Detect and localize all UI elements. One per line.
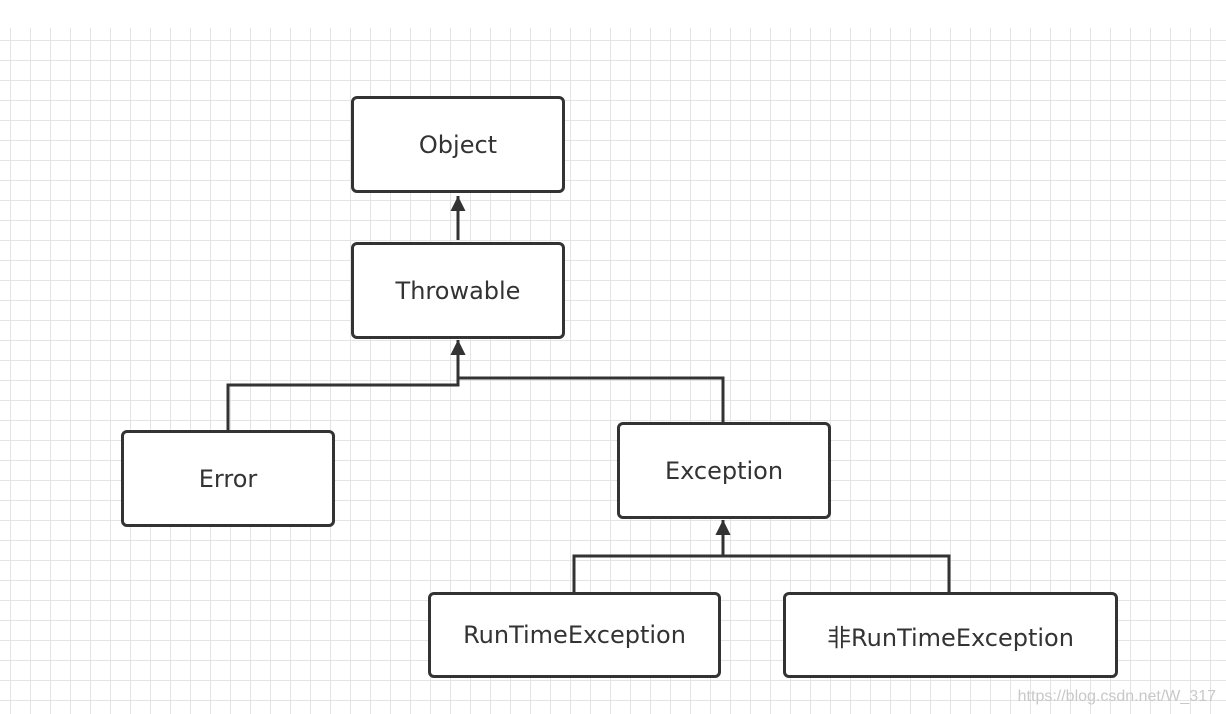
- node-exception[interactable]: Exception: [617, 422, 831, 519]
- node-runtime-exception[interactable]: RunTimeException: [428, 592, 721, 678]
- node-error[interactable]: Error: [121, 430, 335, 527]
- edge-error-throwable: [226, 340, 466, 430]
- node-object[interactable]: Object: [351, 96, 565, 193]
- edge-nonruntime-exception: [715, 520, 951, 592]
- watermark: https://blog.csdn.net/W_317: [1017, 688, 1216, 705]
- top-margin: [0, 0, 1226, 28]
- edge-runtime-exception: [572, 520, 731, 592]
- node-non-runtime-exception[interactable]: 非RunTimeException: [783, 592, 1118, 678]
- node-throwable[interactable]: Throwable: [351, 242, 565, 339]
- edge-exception-throwable: [450, 340, 725, 422]
